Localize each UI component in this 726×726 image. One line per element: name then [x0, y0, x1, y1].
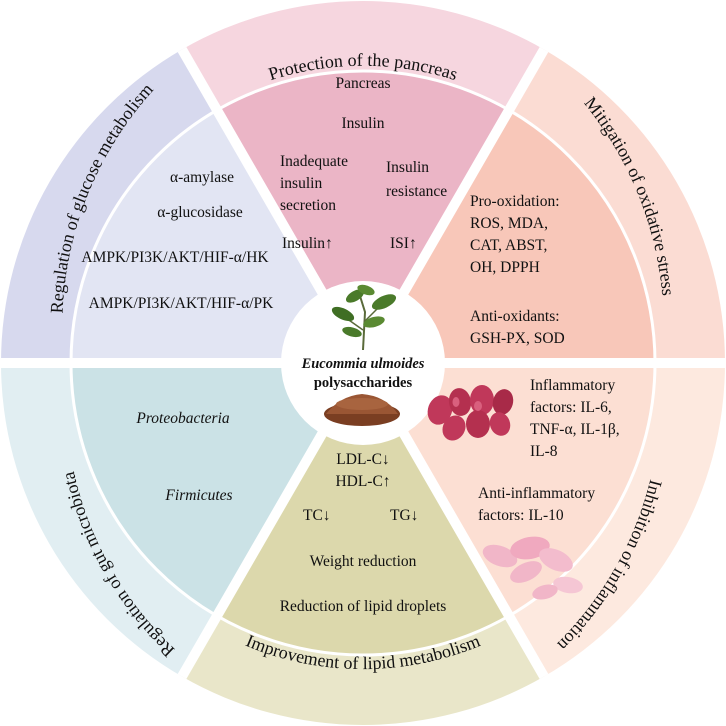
inadequate-line-2: insulin — [280, 175, 322, 192]
pro-oxidation-line-3: CAT, ABST, — [470, 237, 547, 254]
center-circle — [281, 281, 445, 445]
firmicutes-label: Firmicutes — [164, 487, 232, 504]
anti-inflammatory-cells-icon — [482, 536, 583, 600]
oxidative-ring — [509, 49, 726, 363]
center-subtitle: polysaccharides — [314, 375, 413, 391]
inflammation-ring — [509, 363, 725, 677]
alpha-glucosidase-label: α-glucosidase — [157, 204, 243, 221]
sector-inflammation — [363, 363, 725, 677]
glucose-ring — [1, 49, 217, 363]
sector-oxidative — [363, 49, 726, 364]
pro-oxidation-line-4: OH, DPPH — [470, 259, 540, 276]
ldl-label: LDL-C↓ — [336, 451, 389, 468]
sector-lipid — [182, 363, 544, 725]
lipid-droplets-label: Reduction of lipid droplets — [280, 598, 447, 615]
pathway-hk-label: AMPK/PI3K/AKT/HIF-α/HK — [81, 249, 269, 266]
inflammatory-line-1: Inflammatory — [530, 377, 615, 394]
glucose-inner — [71, 110, 363, 364]
oxidative-inner — [363, 110, 655, 364]
inadequate-line-3: secretion — [280, 197, 336, 214]
insulin-resistance-line-2: resistance — [386, 183, 447, 200]
isi-up-label: ISI↑ — [390, 235, 417, 252]
pancreas-ring — [182, 0, 544, 111]
center-title: Eucommia ulmoides — [301, 356, 425, 372]
lipid-inner — [217, 363, 509, 655]
hdl-label: HDL-C↑ — [335, 473, 390, 490]
anti-oxidants-line-1: Anti-oxidants: — [470, 308, 560, 325]
weight-reduction-label: Weight reduction — [310, 553, 417, 570]
inadequate-line-1: Inadequate — [280, 153, 348, 170]
pancreas-label: Pancreas — [335, 75, 390, 92]
sector-pancreas — [182, 0, 544, 363]
pro-oxidation-line-2: ROS, MDA, — [470, 215, 548, 232]
inflammatory-line-3: TNF-α, IL-1β, — [530, 421, 620, 438]
alpha-amylase-label: α-amylase — [170, 169, 234, 186]
inflammatory-line-4: IL-8 — [530, 443, 558, 460]
anti-inflammatory-line-1: Anti-inflammatory — [478, 485, 595, 502]
gut-inner — [71, 363, 363, 616]
insulin-up-label: Insulin↑ — [282, 235, 333, 252]
insulin-label: Insulin — [341, 115, 384, 132]
pancreas-inner — [217, 70, 509, 363]
anti-inflammatory-line-2: factors: IL-10 — [478, 507, 564, 524]
powder-icon — [324, 394, 400, 426]
sector-gut — [1, 363, 363, 677]
tg-label: TG↓ — [390, 507, 418, 524]
proteobacteria-label: Proteobacteria — [135, 410, 230, 427]
insulin-resistance-line-1: Insulin — [386, 159, 429, 176]
inflammatory-line-2: factors: IL-6, — [530, 399, 612, 416]
gut-ring — [1, 363, 217, 677]
inflammatory-cells-icon — [427, 385, 514, 441]
pathway-pk-label: AMPK/PI3K/AKT/HIF-α/PK — [89, 295, 274, 312]
anti-oxidants-line-2: GSH-PX, SOD — [470, 330, 565, 347]
pro-oxidation-line-1: Pro-oxidation: — [470, 193, 560, 210]
sector-glucose — [1, 49, 363, 364]
inflammation-inner — [363, 363, 655, 616]
lipid-ring — [182, 615, 544, 725]
tc-label: TC↓ — [303, 507, 331, 524]
plant-icon — [331, 284, 397, 351]
